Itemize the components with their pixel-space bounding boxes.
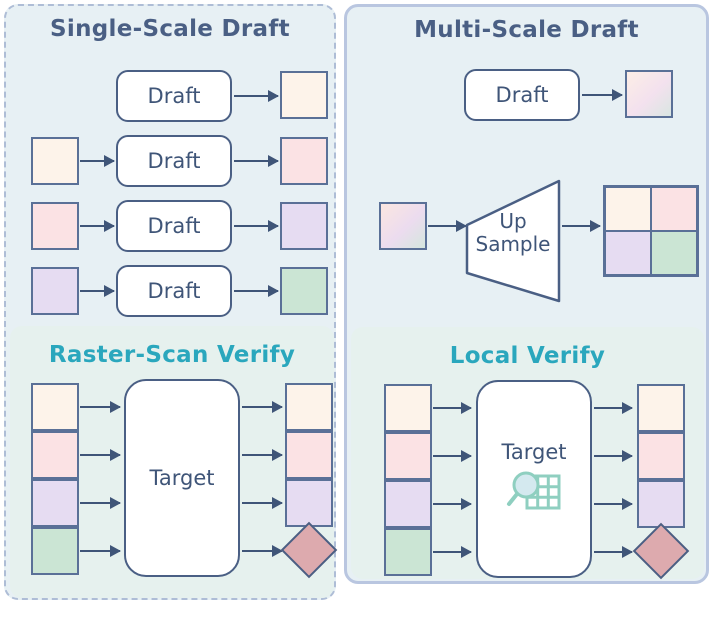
upsample-grid-cell-4 xyxy=(651,231,697,275)
magnifier-grid-icon xyxy=(507,471,561,510)
multiscale-draft-output-token xyxy=(625,70,673,118)
upsample-grid-cell-2 xyxy=(651,187,697,231)
local-verify-input-token-3 xyxy=(384,480,432,528)
arrow-local-in1 xyxy=(433,402,472,414)
draft-output-token-1 xyxy=(280,71,328,119)
arrow-draft1-to-out xyxy=(234,90,279,102)
multiscale-draft-block[interactable]: Draft xyxy=(464,69,580,121)
verify-input-token-2 xyxy=(31,431,79,479)
panel-title-raster-scan-verify: Raster-Scan Verify xyxy=(48,342,296,368)
arrow-verify-in3 xyxy=(80,497,121,509)
panel-title-local-verify: Local Verify xyxy=(449,343,606,369)
upsample-block-label: Up Sample xyxy=(475,209,551,256)
draft-input-token-2 xyxy=(31,137,79,185)
local-verify-input-token-2 xyxy=(384,432,432,480)
draft-block-4[interactable]: Draft xyxy=(116,265,232,317)
arrow-in4-to-draft4 xyxy=(80,285,115,297)
upsample-grid-cell-3 xyxy=(605,231,651,275)
arrow-local-out2 xyxy=(594,450,633,462)
upsample-block[interactable] xyxy=(465,179,561,303)
arrow-local-out3 xyxy=(594,498,633,510)
draft-output-token-4 xyxy=(280,267,328,315)
local-verify-output-token-1 xyxy=(637,384,685,432)
verify-output-token-2 xyxy=(285,431,333,479)
local-verify-input-token-1 xyxy=(384,384,432,432)
target-block-raster[interactable]: Target xyxy=(124,379,240,577)
arrow-in2-to-draft2 xyxy=(80,155,115,167)
upsample-grid-cell-1 xyxy=(605,187,651,231)
draft-input-token-4 xyxy=(31,267,79,315)
arrow-local-in2 xyxy=(433,450,472,462)
target-block-local[interactable]: Target xyxy=(476,380,592,578)
arrow-msdraft-to-out xyxy=(582,89,623,101)
arrow-verify-out2 xyxy=(242,449,283,461)
multiscale-draft-block-label: Draft xyxy=(495,83,549,107)
verify-output-token-3 xyxy=(285,479,333,527)
arrow-in-to-upsample xyxy=(428,220,467,232)
draft-block-4-label: Draft xyxy=(147,279,201,303)
verify-input-token-4 xyxy=(31,527,79,575)
panel-title-single-scale-draft: Single-Scale Draft xyxy=(50,16,290,42)
upsample-input-token xyxy=(379,202,427,250)
arrow-local-out1 xyxy=(594,402,633,414)
arrow-verify-in2 xyxy=(80,449,121,461)
arrow-draft2-to-out xyxy=(234,155,279,167)
verify-output-token-1 xyxy=(285,383,333,431)
draft-input-token-3 xyxy=(31,202,79,250)
upsample-output-grid xyxy=(603,185,699,277)
verify-input-token-1 xyxy=(31,383,79,431)
draft-block-1[interactable]: Draft xyxy=(116,70,232,122)
arrow-verify-out3 xyxy=(242,497,283,509)
local-verify-input-token-4 xyxy=(384,528,432,576)
panel-single-scale: Single-Scale Draft Draft Draft Draft Dra… xyxy=(4,4,338,600)
target-block-raster-label: Target xyxy=(149,466,215,490)
arrow-upsample-to-grid xyxy=(562,220,601,232)
subpanel-local-verify: Local Verify Target xyxy=(351,327,704,580)
verify-output-rejected-token xyxy=(280,521,338,579)
arrow-local-out4 xyxy=(594,546,633,558)
draft-output-token-2 xyxy=(280,137,328,185)
draft-output-token-3 xyxy=(280,202,328,250)
arrow-draft3-to-out xyxy=(234,220,279,232)
arrow-verify-in1 xyxy=(80,401,121,413)
arrow-in3-to-draft3 xyxy=(80,220,115,232)
verify-input-token-3 xyxy=(31,479,79,527)
local-verify-output-rejected-token xyxy=(632,522,690,580)
draft-block-3[interactable]: Draft xyxy=(116,200,232,252)
arrow-draft4-to-out xyxy=(234,285,279,297)
arrow-verify-out1 xyxy=(242,401,283,413)
arrow-verify-out4 xyxy=(242,545,283,557)
local-verify-output-token-3 xyxy=(637,480,685,528)
subpanel-raster-scan-verify: Raster-Scan Verify Target xyxy=(10,326,338,598)
draft-block-2-label: Draft xyxy=(147,149,201,173)
arrow-verify-in4 xyxy=(80,545,121,557)
draft-block-3-label: Draft xyxy=(147,214,201,238)
panel-title-multi-scale-draft: Multi-Scale Draft xyxy=(414,17,639,43)
draft-block-1-label: Draft xyxy=(147,84,201,108)
arrow-local-in4 xyxy=(433,546,472,558)
local-verify-output-token-2 xyxy=(637,432,685,480)
arrow-local-in3 xyxy=(433,498,472,510)
panel-multi-scale: Multi-Scale Draft Draft Up Sample Local … xyxy=(344,4,709,584)
draft-block-2[interactable]: Draft xyxy=(116,135,232,187)
target-block-local-label: Target xyxy=(501,440,567,464)
